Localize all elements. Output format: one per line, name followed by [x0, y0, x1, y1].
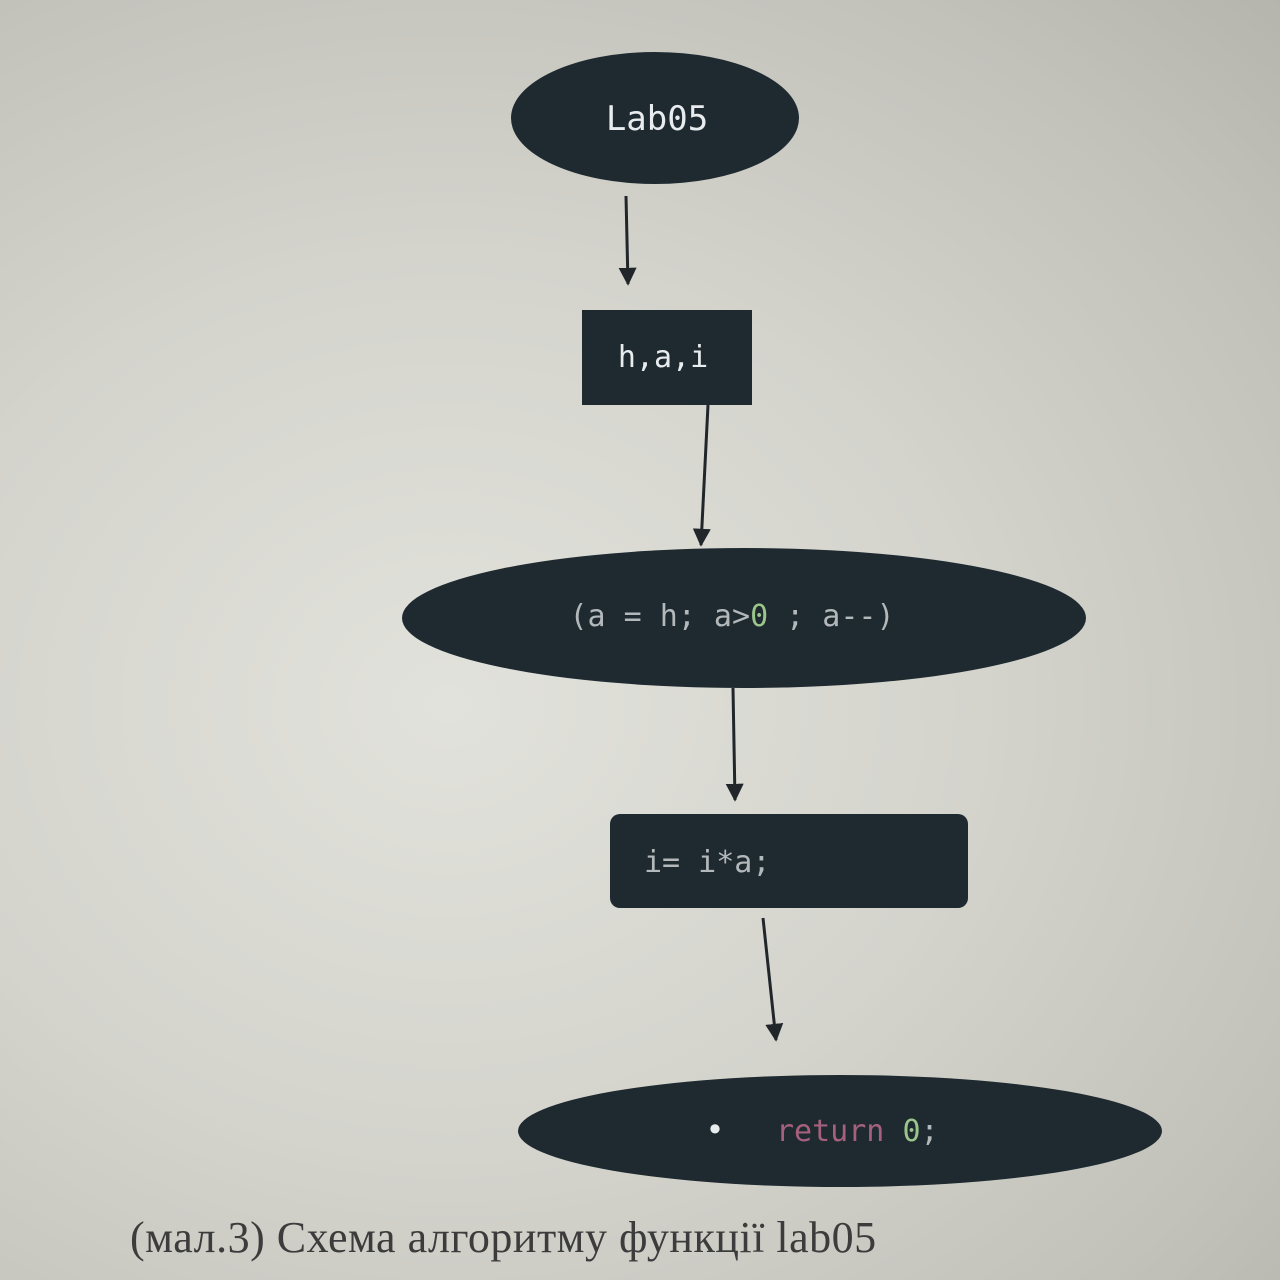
variables-node-shape [582, 310, 752, 405]
arrow-assign-to-end [761, 917, 784, 1042]
return-keyword: return [776, 1114, 884, 1149]
end-node-shape [518, 1075, 1162, 1187]
loop-node-shape [402, 548, 1086, 688]
arrow-start-to-vars [618, 195, 637, 286]
start-node-shape [511, 52, 799, 184]
end-node-bullet: • [705, 1111, 724, 1149]
start-node: Lab05 [511, 52, 799, 184]
loop-zero-literal: 0 [750, 599, 768, 634]
loop-node-label: (a = h; a>0 ; a--) [569, 599, 894, 634]
end-node-label: return 0; [776, 1114, 939, 1149]
assignment-node-shape [610, 814, 968, 908]
variables-node: h,a,i [582, 310, 752, 405]
start-node-label: Lab05 [606, 99, 708, 139]
assignment-node: i= i*a; [610, 814, 968, 908]
loop-node: (a = h; a>0 ; a--) [402, 548, 1086, 688]
figure-caption: (мал.3) Схема алгоритму функції lab05 [130, 1213, 877, 1262]
return-space [884, 1114, 902, 1149]
loop-header-open: (a = h; a> [569, 599, 750, 634]
variables-node-label: h,a,i [618, 340, 708, 375]
end-node: • return 0; [518, 1075, 1162, 1187]
return-semicolon: ; [921, 1114, 939, 1149]
loop-header-rest: ; a--) [768, 599, 894, 634]
return-value: 0 [902, 1114, 920, 1149]
arrow-vars-to-loop [692, 404, 711, 547]
assignment-node-label: i= i*a; [644, 845, 770, 880]
arrow-loop-to-assign [725, 687, 744, 802]
